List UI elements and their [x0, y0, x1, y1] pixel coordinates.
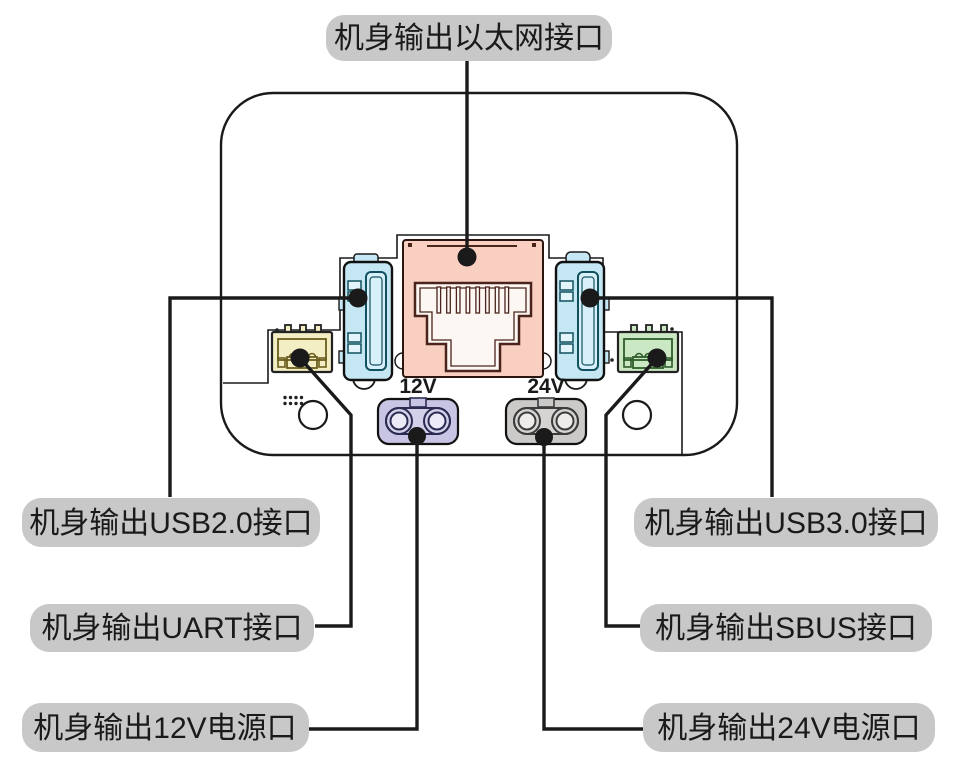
callout-dot-sbus — [647, 348, 667, 368]
label-pill-24v — [643, 703, 935, 752]
callout-line-12v — [309, 436, 419, 731]
callout-dot-uart — [290, 348, 310, 368]
callout-dot-usb3 — [580, 288, 600, 308]
label-pill-ethernet — [326, 15, 612, 61]
callout-ethernet: 机身输出以太网接口 — [326, 15, 612, 267]
callout-dot-usb2 — [348, 288, 368, 308]
callout-dot-ethernet — [457, 247, 477, 267]
screw-hole-right — [621, 399, 653, 431]
power-12v-connector: 12V — [376, 375, 460, 446]
callout-usb3: 机身输出USB3.0接口 — [580, 288, 938, 547]
label-text-usb2: 机身输出USB2.0接口 — [29, 507, 312, 540]
rj45-pins — [436, 286, 510, 314]
usb3-contacts — [559, 280, 574, 354]
usb2-port — [338, 253, 394, 390]
callout-24v: 机身输出24V电源口 — [535, 428, 935, 752]
usb2-tongue — [365, 271, 387, 371]
callout-line-sbus — [604, 356, 659, 628]
label-pill-12v — [22, 703, 309, 752]
screw-hole-left — [297, 399, 329, 431]
callout-line-24v — [542, 437, 643, 731]
label-text-12v: 机身输出12V电源口 — [33, 712, 296, 745]
marking-12v: 12V — [399, 375, 436, 398]
sbus-connector — [616, 324, 680, 374]
vent-dots — [283, 395, 304, 406]
marking-24v: 24V — [527, 375, 564, 398]
callout-dot-24v — [535, 428, 553, 446]
callout-line-usb2 — [168, 296, 358, 497]
label-text-24v: 机身输出24V电源口 — [657, 712, 920, 745]
label-pill-uart — [30, 604, 314, 652]
callout-line-usb3 — [590, 296, 774, 497]
usb3-tongue — [577, 271, 599, 371]
label-text-ethernet: 机身输出以太网接口 — [334, 22, 604, 55]
callout-dot-12v — [408, 427, 426, 445]
panel-mark-dot — [610, 358, 614, 362]
rj45-jack-opening — [413, 281, 533, 373]
label-text-sbus: 机身输出SBUS接口 — [655, 612, 917, 645]
ethernet-port — [394, 239, 552, 378]
usb3-port — [554, 251, 610, 390]
panel-mark-dot — [670, 327, 674, 331]
callout-usb2: 机身输出USB2.0接口 — [22, 288, 368, 547]
rj45-jack-inner-line — [419, 287, 527, 367]
power-24v-connector: 24V — [504, 375, 588, 446]
label-pill-usb2 — [22, 498, 320, 547]
label-text-uart: 机身输出UART接口 — [41, 612, 302, 645]
label-text-usb3: 机身输出USB3.0接口 — [644, 507, 927, 540]
label-pill-usb3 — [634, 498, 938, 547]
callout-12v: 机身输出12V电源口 — [22, 427, 426, 752]
callout-sbus: 机身输出SBUS接口 — [604, 348, 932, 652]
callout-line-uart — [298, 356, 353, 628]
label-pill-sbus — [640, 604, 932, 652]
callout-uart: 机身输出UART接口 — [30, 348, 353, 652]
